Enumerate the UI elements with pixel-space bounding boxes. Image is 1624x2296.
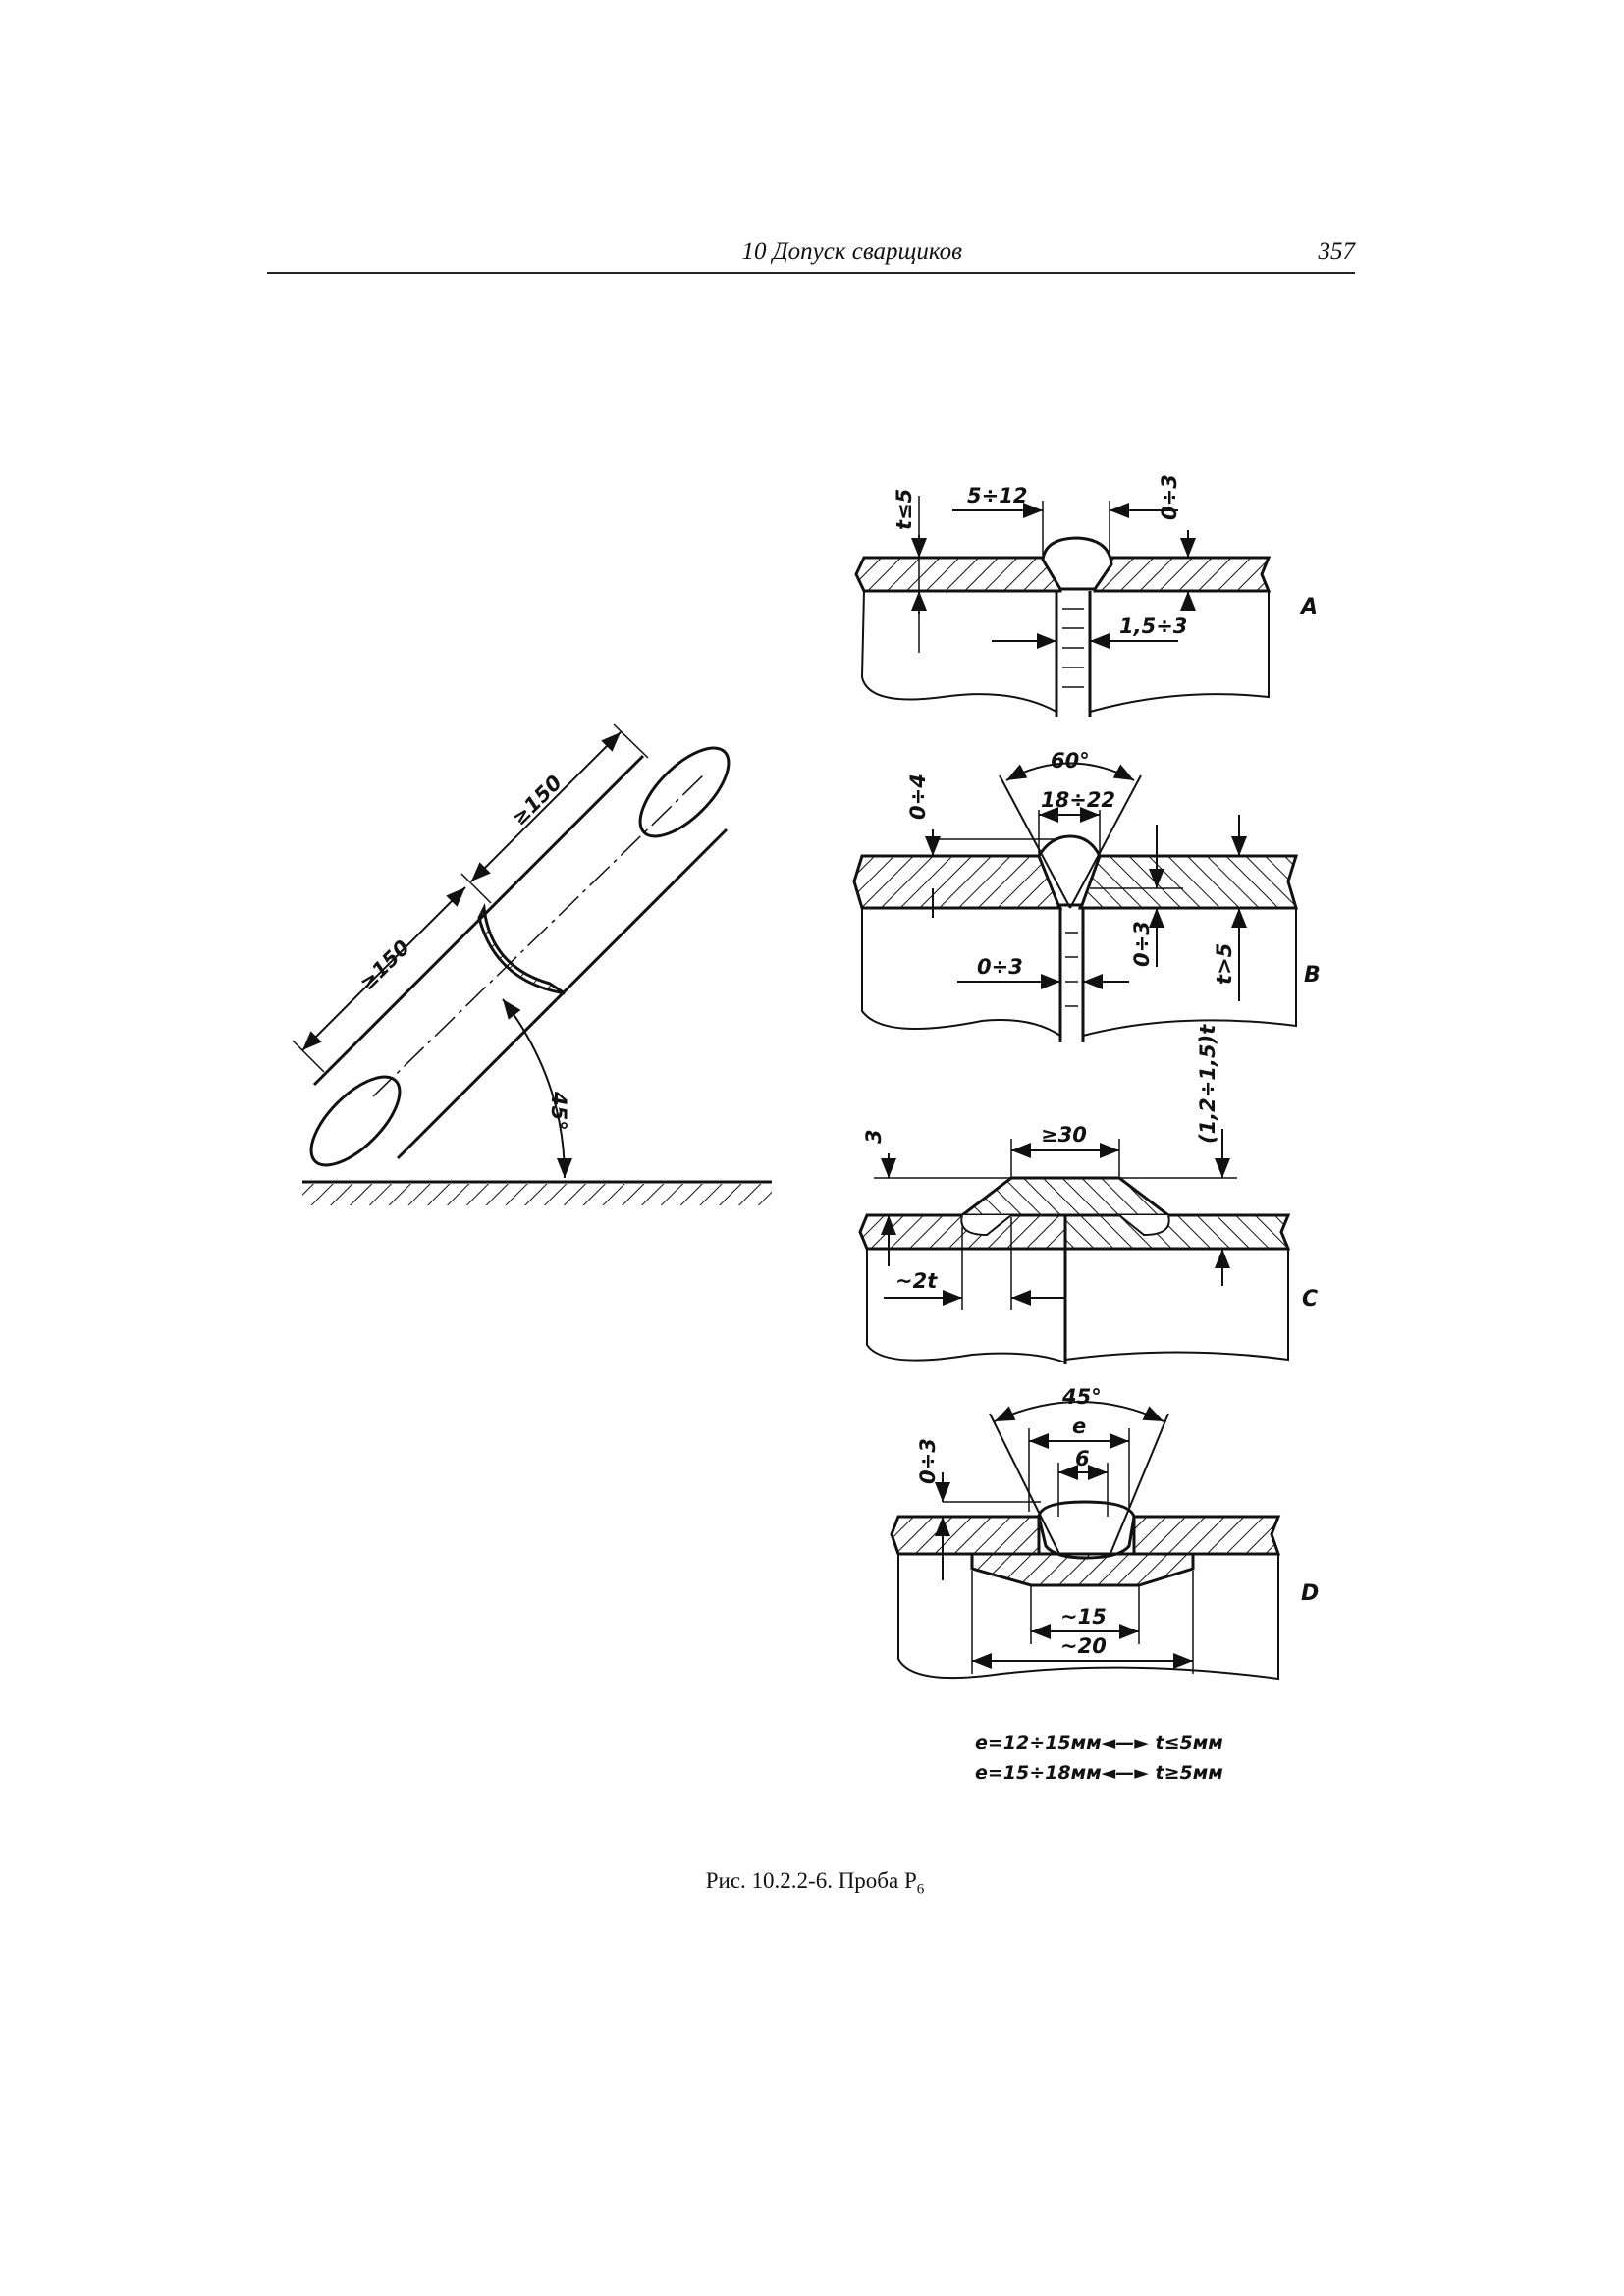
- figure-caption: Рис. 10.2.2-6. Проба Р6: [550, 1868, 1080, 1898]
- a-width: 5÷12: [967, 484, 1027, 507]
- caption-subscript: 6: [916, 1881, 925, 1897]
- b-top-thickness: 0÷4: [906, 774, 930, 820]
- note-line-1: e=12÷15мм◄—► t≤5мм: [975, 1733, 1223, 1754]
- b-gap: 0÷3: [977, 955, 1023, 979]
- pipe-length-top: ≥150: [508, 771, 567, 829]
- section-c: [858, 1129, 1291, 1364]
- note-line-2: e=15÷18мм◄—► t≥5мм: [975, 1762, 1223, 1784]
- c-thickness: (1,2÷1,5)t: [1196, 1024, 1219, 1144]
- pipe-end-bottom: [309, 1075, 402, 1167]
- d-width: 6: [1075, 1447, 1090, 1470]
- section-a: [854, 496, 1272, 717]
- d-e: e: [1072, 1415, 1086, 1438]
- pipe-end-top: [638, 746, 731, 838]
- a-root: 1,5÷3: [1119, 614, 1187, 638]
- d-label: D: [1301, 1581, 1319, 1606]
- section-b: [852, 762, 1299, 1042]
- a-gap: 0÷3: [1158, 474, 1181, 520]
- header-rule: [267, 272, 1355, 274]
- c-label: C: [1302, 1287, 1318, 1311]
- pipe-weld: [477, 902, 566, 995]
- caption-text: Рис. 10.2.2-6. Проба Р: [705, 1868, 917, 1893]
- d-angle: 45°: [1061, 1385, 1102, 1409]
- b-thickness: t>5: [1213, 943, 1236, 985]
- ground-hatch: [302, 1184, 772, 1205]
- d-backing-outer: ~20: [1060, 1634, 1107, 1658]
- section-d: [890, 1401, 1281, 1681]
- b-width: 18÷22: [1041, 788, 1115, 812]
- a-thickness: t≤5: [893, 489, 916, 530]
- a-label: A: [1299, 595, 1318, 619]
- b-reinforcement: 0÷3: [1130, 921, 1154, 967]
- b-angle: 60°: [1051, 749, 1090, 773]
- c-leg: 3: [862, 1129, 886, 1144]
- d-gap: 0÷3: [916, 1438, 940, 1484]
- d-backing-inner: ~15: [1060, 1605, 1107, 1629]
- pipe-sketch: [292, 723, 772, 1205]
- b-label: B: [1304, 963, 1321, 988]
- pipe-length-bottom: ≥150: [355, 935, 414, 994]
- c-width: ≥30: [1041, 1123, 1087, 1147]
- c-offset: ~2t: [895, 1269, 938, 1293]
- running-header-title: 10 Допуск сварщиков: [741, 239, 962, 265]
- page-number: 357: [1318, 239, 1356, 265]
- pipe-axis: [372, 773, 706, 1097]
- pipe-angle: 45°: [547, 1091, 570, 1131]
